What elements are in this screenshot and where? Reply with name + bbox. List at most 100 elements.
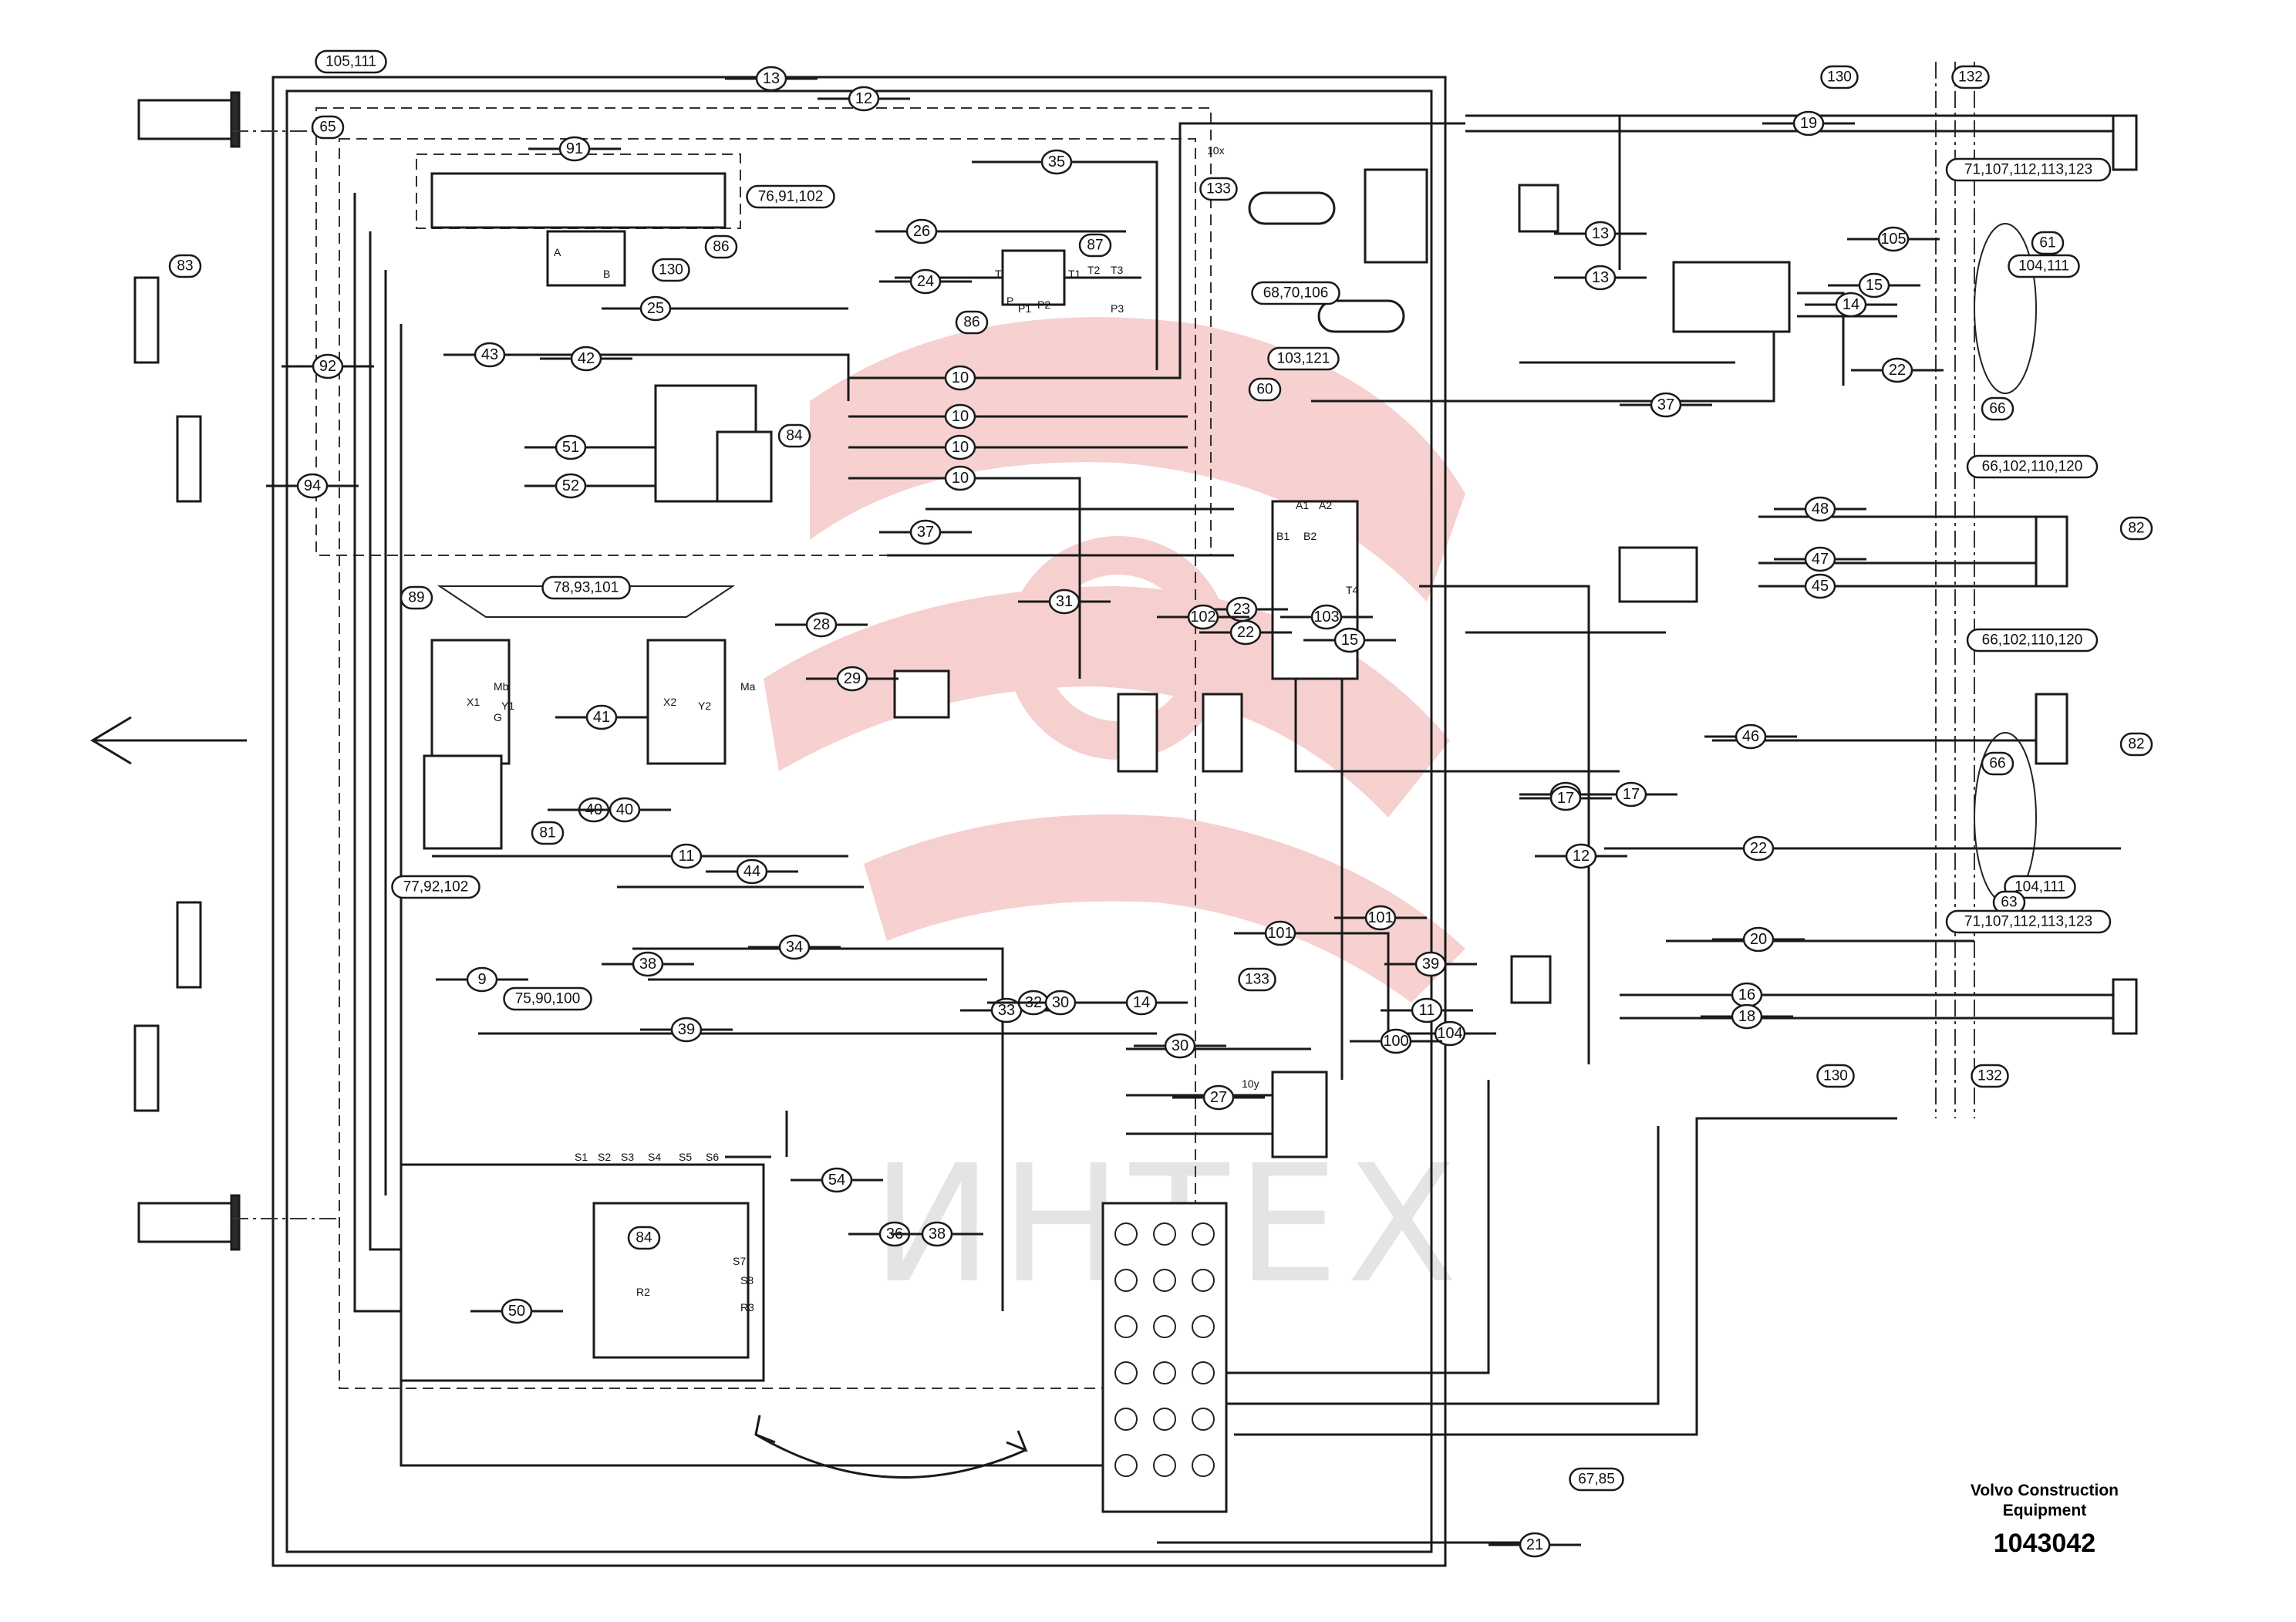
hose-label: 34 xyxy=(748,934,841,960)
hose-label: 22 xyxy=(1851,357,1944,383)
slew-rotation-arrow-icon xyxy=(754,1415,1028,1479)
hose-label: 15 xyxy=(1828,272,1920,298)
hose-label: 11 xyxy=(1381,997,1473,1023)
hose-label-bubble xyxy=(778,934,811,960)
port-label: Y2 xyxy=(698,700,711,712)
hose-label: 40 xyxy=(578,797,671,823)
callout-text: 105,111 xyxy=(325,54,376,70)
hose-label-text: 52 xyxy=(562,477,579,494)
main-control-valve xyxy=(1271,500,1359,680)
hose-label: 39 xyxy=(1384,951,1477,977)
callout: 66,102,110,120 xyxy=(1966,454,2099,479)
hose-label-bubble xyxy=(944,365,976,391)
hose-label-bubble xyxy=(1804,573,1836,599)
hose-label: 47 xyxy=(1774,546,1866,572)
hose-label-bubble xyxy=(909,268,942,295)
callout-bubble xyxy=(1816,1064,1855,1088)
port-label: T2 xyxy=(1087,264,1101,276)
hose-label-text: 10 xyxy=(952,408,969,425)
hose-label-text: 29 xyxy=(844,670,861,687)
hose-label-bubble xyxy=(670,1017,703,1043)
callout-text: 66,102,110,120 xyxy=(1982,459,2083,475)
hose-bundle-66-top xyxy=(1974,223,2037,394)
callout-bubble xyxy=(777,423,811,448)
hose-label-bubble xyxy=(474,342,506,368)
callout-text: 133 xyxy=(1206,181,1231,197)
port-label: R2 xyxy=(636,1286,650,1298)
callout: 84 xyxy=(627,1226,661,1250)
hose-label: 12 xyxy=(1535,843,1627,869)
callout: 133 xyxy=(1199,177,1238,201)
hose-label: 22 xyxy=(1199,619,1292,646)
callout-bubble xyxy=(391,875,480,899)
port-label: S2 xyxy=(598,1151,611,1163)
hose-label-text: 94 xyxy=(304,477,321,494)
callout-text: 65 xyxy=(319,120,335,136)
callout-bubble xyxy=(1267,346,1340,371)
hose-label: 26 xyxy=(875,218,968,244)
hose-label-bubble xyxy=(1040,149,1073,175)
left-cylinders xyxy=(133,91,339,1251)
callout-text: 132 xyxy=(1958,69,1983,86)
hose-label-bubble xyxy=(632,951,664,977)
hose-label-text: 101 xyxy=(1367,909,1393,926)
hose-label-text: 10 xyxy=(952,369,969,386)
hose-label: 41 xyxy=(555,704,648,730)
callout: 132 xyxy=(1951,65,1990,89)
hose-label-text: 34 xyxy=(786,939,803,956)
callout: 83 xyxy=(168,254,202,278)
travel-cylinder-top xyxy=(137,99,233,140)
callout-bubble xyxy=(2004,875,2076,899)
port-label: 10x xyxy=(1207,144,1225,157)
callout-bubble xyxy=(541,575,631,600)
hose-label-bubble xyxy=(466,966,498,993)
hose-label-text: 28 xyxy=(813,616,830,633)
port-label: A xyxy=(554,246,561,258)
callout-text: 68,70,106 xyxy=(1263,285,1329,302)
hose-label-text: 39 xyxy=(678,1021,695,1038)
callout-text: 130 xyxy=(1823,1068,1848,1084)
hose-label: 46 xyxy=(1704,723,1797,750)
hose-label: 29 xyxy=(806,666,899,692)
hose-label: 13 xyxy=(1554,221,1647,247)
hose-label-text: 14 xyxy=(1133,994,1150,1011)
hose-label-bubble xyxy=(558,136,591,162)
pilot-valve-right xyxy=(716,430,773,503)
company-line-2: Equipment xyxy=(2002,1502,2087,1519)
callout-text: 78,93,101 xyxy=(554,580,619,596)
callout-bubble xyxy=(1966,454,2099,479)
callout-text: 104,111 xyxy=(2014,879,2065,895)
hose-label-bubble xyxy=(1202,1084,1235,1111)
hose-label-bubble xyxy=(1877,226,1910,252)
hose-label-text: 105 xyxy=(1880,231,1906,248)
shuttle-valve xyxy=(893,669,950,719)
port-label: S5 xyxy=(679,1151,692,1163)
hose-label: 44 xyxy=(706,858,798,885)
hose-label: 16 xyxy=(1701,982,1793,1008)
callout-bubble xyxy=(1981,751,2014,776)
callout-text: 71,107,112,113,123 xyxy=(1964,914,2092,930)
hose-label: 105 xyxy=(1847,226,1940,252)
port-label: X1 xyxy=(467,696,480,708)
rotary-joint-block xyxy=(1101,1202,1228,1513)
hose-label-text: 30 xyxy=(1172,1037,1188,1054)
callout-bubble xyxy=(1966,628,2099,653)
hose-label-bubble xyxy=(670,843,703,869)
hose-label: 12 xyxy=(818,86,910,112)
callout: 65 xyxy=(311,115,345,140)
hose-label: 45 xyxy=(1774,573,1866,599)
hose-label-bubble xyxy=(909,519,942,545)
port-label: S6 xyxy=(706,1151,719,1163)
hose-label-text: 22 xyxy=(1237,624,1254,641)
port-label: S8 xyxy=(740,1274,754,1286)
callout: 104,111 xyxy=(2008,254,2080,278)
hose-label-text: 38 xyxy=(639,956,656,973)
components xyxy=(400,168,1791,1513)
hose-label-bubble xyxy=(501,1298,533,1324)
callout-text: 103,121 xyxy=(1277,351,1330,367)
hose-label: 9 xyxy=(436,966,528,993)
callout-bubble xyxy=(311,115,345,140)
callout-text: 84 xyxy=(636,1230,652,1246)
